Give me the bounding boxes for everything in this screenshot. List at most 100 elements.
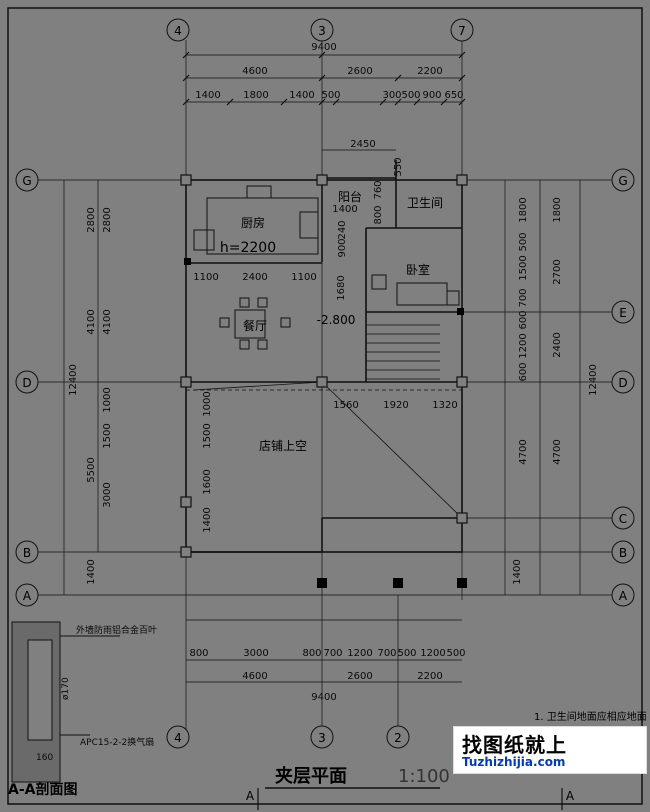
dim-top-mid-1: 4600 [242, 66, 267, 77]
axis-bubble-top-3 [450, 18, 474, 42]
dim-bottom-detail-6: 700 [377, 648, 396, 659]
axis-label-top-1: 4 [174, 24, 182, 38]
axis-bubble-left-3 [15, 540, 39, 564]
column [316, 174, 328, 186]
dim-bottom-detail-4: 700 [323, 648, 342, 659]
dim-right-outer-2: 2700 [552, 259, 563, 284]
dim-bottom-detail-1: 800 [189, 648, 208, 659]
dim-bottom-mid-3: 2200 [417, 671, 442, 682]
room-shop-void: 店铺上空 [259, 439, 307, 453]
level-mark: -2.800 [317, 313, 356, 327]
axis-bubble-left-2 [15, 370, 39, 394]
axis-bubble-right-4 [611, 506, 635, 530]
column [180, 546, 192, 558]
note-text: 1. 卫生间地面应相应地面 …门/窗均为 [534, 710, 650, 723]
dim-left-inner-5: 3000 [102, 482, 113, 507]
column [456, 512, 468, 524]
dim-void-left-2: 1500 [202, 423, 213, 448]
dim-inner-7: 800 [373, 205, 384, 224]
axis-bubble-bottom-2 [310, 725, 334, 749]
dim-void-top-2: 1920 [383, 400, 408, 411]
axis-label-right-5: B [619, 546, 627, 560]
column [180, 174, 192, 186]
axis-label-bottom-3: 2 [394, 731, 402, 745]
dim-bottom-detail-9: 500 [446, 648, 465, 659]
dim-inner-1: 1400 [332, 204, 357, 215]
dim-bottom-total: 9400 [311, 692, 336, 703]
dim-top-mid-3: 2200 [417, 66, 442, 77]
dim-left-inner-3: 1000 [102, 387, 113, 412]
dim-top-total: 9400 [311, 42, 336, 53]
staircase [366, 324, 440, 380]
plan-title: 夹层平面 [275, 765, 347, 787]
column-filled [184, 258, 191, 265]
axis-label-top-3: 7 [458, 24, 466, 38]
column [316, 376, 328, 388]
dim-left-inner-2: 4100 [102, 309, 113, 334]
dim-inner-4: 1680 [336, 275, 347, 300]
axis-bubble-bottom-3 [386, 725, 410, 749]
dim-bottom-detail-2: 3000 [243, 648, 268, 659]
column-filled [457, 578, 467, 588]
dim-2450: 2450 [350, 139, 375, 150]
axis-label-left-4: A [23, 589, 32, 603]
dim-inner-6: 760 [373, 180, 384, 199]
axis-bubble-top-2 [310, 18, 334, 42]
watermark-main-text: 找图纸就上 [462, 733, 567, 757]
column-filled [457, 308, 464, 315]
dim-top-mid-2: 2600 [347, 66, 372, 77]
axis-bubble-right-5 [611, 540, 635, 564]
room-bathroom: 卫生间 [407, 196, 443, 210]
watermark-logo: 找图纸就上 Tuzhizhijia.com [453, 726, 647, 774]
kitchen-counter [193, 185, 319, 255]
column-filled [317, 578, 327, 588]
dim-kitchen-row-1: 1100 [193, 272, 218, 283]
dim-kitchen-row-3: 1100 [291, 272, 316, 283]
axis-label-right-1: G [618, 174, 627, 188]
watermark-url: Tuzhizhijia.com [462, 755, 566, 769]
axis-bubble-top-1 [166, 18, 190, 42]
dim-bottom-mid-1: 4600 [242, 671, 267, 682]
dim-left-total: 12400 [68, 364, 79, 396]
section-mark-left: A [246, 789, 255, 803]
axis-label-top-2: 3 [318, 24, 326, 38]
dim-kitchen-row-2: 2400 [242, 272, 267, 283]
kitchen-height: h=2200 [220, 240, 276, 256]
dim-top-detail-7: 900 [422, 90, 441, 101]
drawing-frame [7, 7, 643, 805]
axis-label-left-2: D [22, 376, 31, 390]
axis-bubble-right-6 [611, 583, 635, 607]
dim-right-inner-7: 600 [518, 362, 529, 381]
dim-right-outer-5: 1400 [512, 559, 523, 584]
room-bedroom: 卧室 [406, 262, 430, 277]
dim-right-outer-4: 4700 [552, 439, 563, 464]
axis-label-left-1: G [22, 174, 31, 188]
dim-left-inner-1: 2800 [102, 207, 113, 232]
axis-bubble-right-3 [611, 370, 635, 394]
axis-label-right-3: D [618, 376, 627, 390]
dim-inner-3: 240 [337, 220, 348, 239]
axis-label-right-4: C [619, 512, 627, 526]
dim-void-left-3: 1600 [202, 469, 213, 494]
dim-right-inner-5: 600 [518, 310, 529, 329]
dining-table [219, 297, 291, 350]
axis-bubble-right-2 [611, 300, 635, 324]
room-dining: 餐厅 [243, 318, 267, 333]
column [456, 174, 468, 186]
axis-label-bottom-1: 4 [174, 731, 182, 745]
section-mark-right: A [566, 789, 575, 803]
dim-left-outer-2: 4100 [86, 309, 97, 334]
axis-bubble-left-1 [15, 168, 39, 192]
dim-right-inner-6: 1200 [518, 333, 529, 358]
room-kitchen: 厨房 [241, 215, 265, 230]
axis-bubble-left-4 [15, 583, 39, 607]
dim-right-inner-4: 700 [518, 288, 529, 307]
dim-right-outer-1: 1800 [552, 197, 563, 222]
dim-top-detail-2: 1800 [243, 90, 268, 101]
dim-right-inner-8: 4700 [518, 439, 529, 464]
axis-label-bottom-2: 3 [318, 731, 326, 745]
dim-void-top-3: 1320 [432, 400, 457, 411]
label-louver: 外墙防雨铝合金百叶 [76, 624, 157, 636]
column-filled [393, 578, 403, 588]
